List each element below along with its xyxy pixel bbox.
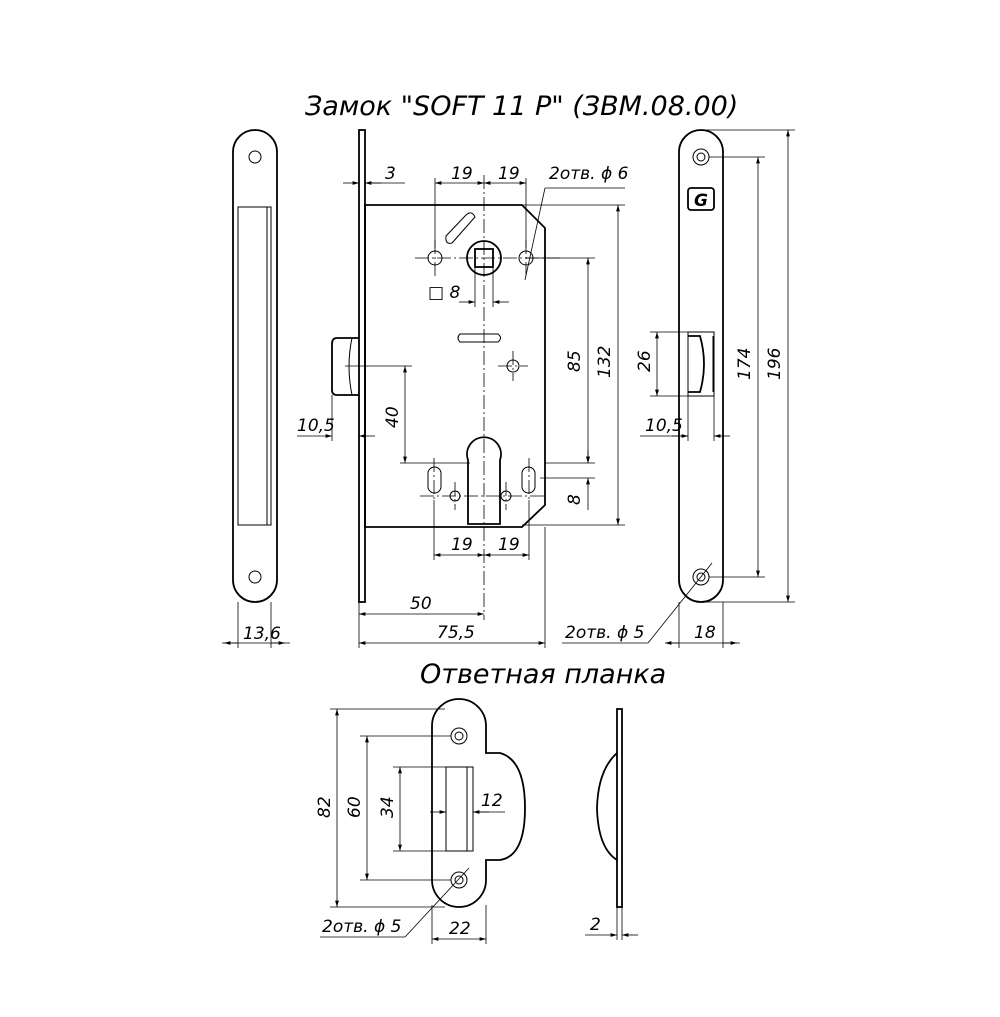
dim-10-5-left: 10,5 (297, 416, 335, 436)
dim-34: 34 (378, 796, 398, 818)
faceplate-front-view: 13,6 (222, 129, 290, 648)
dim-26: 26 (635, 350, 655, 372)
faceplate-bottom-hole (248, 570, 262, 584)
dim-174: 174 (735, 348, 755, 380)
slot-bottom-right (521, 466, 536, 494)
strike-side-plate (616, 708, 623, 908)
strike-top-hole (450, 727, 468, 745)
slide-slot (457, 333, 501, 343)
brand-logo (687, 187, 715, 211)
strike-side-lip (596, 752, 618, 861)
dim-2: 2 (590, 915, 601, 935)
dim-19-bottom-right: 19 (498, 535, 520, 555)
strike-plate-title: Ответная планка (420, 659, 666, 690)
follower-slot (445, 212, 476, 244)
lock-body-view: 3 19 19 2отв. ϕ 6 □ 8 85 132 8 (297, 129, 629, 648)
label-2-holes-d5: 2отв. ϕ 5 (565, 623, 644, 643)
dim-19-top-right: 19 (498, 164, 520, 184)
slot-bottom-left (427, 466, 442, 494)
dim-196: 196 (765, 347, 785, 380)
dim-75-5: 75,5 (437, 623, 475, 643)
dim-85: 85 (565, 350, 585, 372)
dim-3: 3 (385, 164, 396, 184)
dim-40: 40 (383, 406, 403, 428)
dim-19-top-left: 19 (451, 164, 473, 184)
latch-window (687, 331, 715, 397)
strike-plate-front-view: 82 60 34 12 2отв. ϕ 5 22 (315, 698, 526, 944)
strike-opening (445, 766, 474, 852)
dim-12: 12 (481, 791, 503, 811)
brand-logo-letter: G (694, 191, 708, 211)
dim-square-8: □ 8 (428, 283, 460, 303)
faceplate-outline (232, 129, 278, 603)
faceplate-side-view: G 196 174 26 10,5 2отв. ϕ 5 (562, 129, 795, 648)
label-strike-2-holes-d5: 2отв. ϕ 5 (322, 917, 401, 937)
dim-18: 18 (694, 623, 716, 643)
dim-22: 22 (449, 919, 471, 939)
dim-60: 60 (345, 796, 365, 818)
faceplate-inner-rect (237, 206, 272, 526)
dim-82: 82 (315, 796, 335, 818)
cylinder-cutout (466, 436, 502, 525)
latch-bolt (331, 337, 359, 396)
faceplate-top-hole (248, 150, 262, 164)
right-top-hole (692, 148, 710, 166)
dim-13-6: 13,6 (243, 624, 281, 644)
lock-title: Замок "SOFT 11 P" (ЗВМ.08.00) (305, 91, 738, 122)
dim-50: 50 (410, 594, 432, 614)
strike-plate-side-view: 2 (585, 708, 638, 940)
strike-bottom-hole (450, 871, 468, 889)
dim-132: 132 (595, 346, 615, 378)
dim-8: 8 (565, 494, 585, 505)
label-2-holes-d6: 2отв. ϕ 6 (549, 164, 629, 184)
dim-19-bottom-left: 19 (451, 535, 473, 555)
latch-profile (688, 335, 705, 393)
dim-10-5-right: 10,5 (645, 416, 683, 436)
strike-plate-outline (431, 698, 526, 908)
